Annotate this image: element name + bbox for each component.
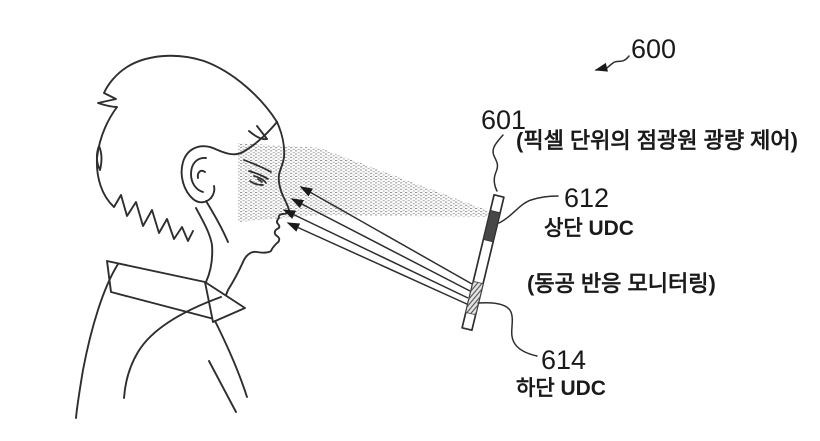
ref-label-612: 612 — [564, 183, 610, 213]
leader-601 — [492, 134, 504, 192]
ear-lobe-line — [210, 185, 216, 199]
ear-inner-line — [190, 157, 207, 193]
label-bottom-udc: 하단 UDC — [516, 377, 606, 400]
ray-to-mouth — [286, 222, 470, 306]
front-arm-curve — [214, 320, 248, 398]
hair-strand-back — [95, 145, 103, 171]
hairline-fringe — [212, 121, 278, 156]
ear-outline — [180, 145, 214, 204]
collar-flap — [204, 281, 246, 323]
lower-eyelid-line — [249, 180, 264, 186]
arm-seam-line — [208, 360, 237, 413]
ref-label-600: 600 — [631, 34, 677, 64]
eyebrow-line — [243, 159, 272, 173]
eye-line — [253, 175, 267, 184]
face-profile — [225, 121, 290, 296]
chest-curve — [123, 296, 222, 399]
light-beam-stipple — [238, 143, 492, 222]
bottom-udc-segment — [465, 280, 484, 316]
ref-label-614: 614 — [541, 345, 587, 375]
caption-pixel-light-control: (픽셀 단위의 점광원 광량 제어) — [516, 128, 798, 153]
display-device — [461, 193, 505, 332]
monitoring-rays — [282, 186, 473, 306]
ray-to-nose-tip — [282, 209, 469, 299]
hair-outline — [96, 54, 278, 242]
ray-to-nose-bridge — [290, 198, 471, 292]
caption-pupil-monitoring: (동공 반응 모니터링) — [527, 271, 716, 296]
collar-band — [106, 260, 215, 320]
label-top-udc: 상단 UDC — [544, 217, 634, 240]
neck-back-line — [195, 207, 214, 283]
figure-number-arrow — [594, 55, 630, 72]
jaw-line — [205, 200, 229, 243]
fringe-strand — [248, 125, 268, 141]
eye — [243, 159, 272, 186]
leader-lines — [477, 55, 630, 357]
back-outline — [75, 263, 119, 419]
person-head-profile — [75, 54, 290, 419]
leader-612 — [498, 195, 559, 224]
ray-to-eye — [299, 186, 473, 285]
top-udc-segment — [482, 209, 501, 243]
ear-inner-detail — [196, 169, 206, 179]
upper-eyelid-line — [248, 170, 269, 180]
ref-label-601: 601 — [481, 105, 527, 135]
pupil-tick — [257, 178, 263, 183]
leader-614 — [477, 301, 538, 357]
